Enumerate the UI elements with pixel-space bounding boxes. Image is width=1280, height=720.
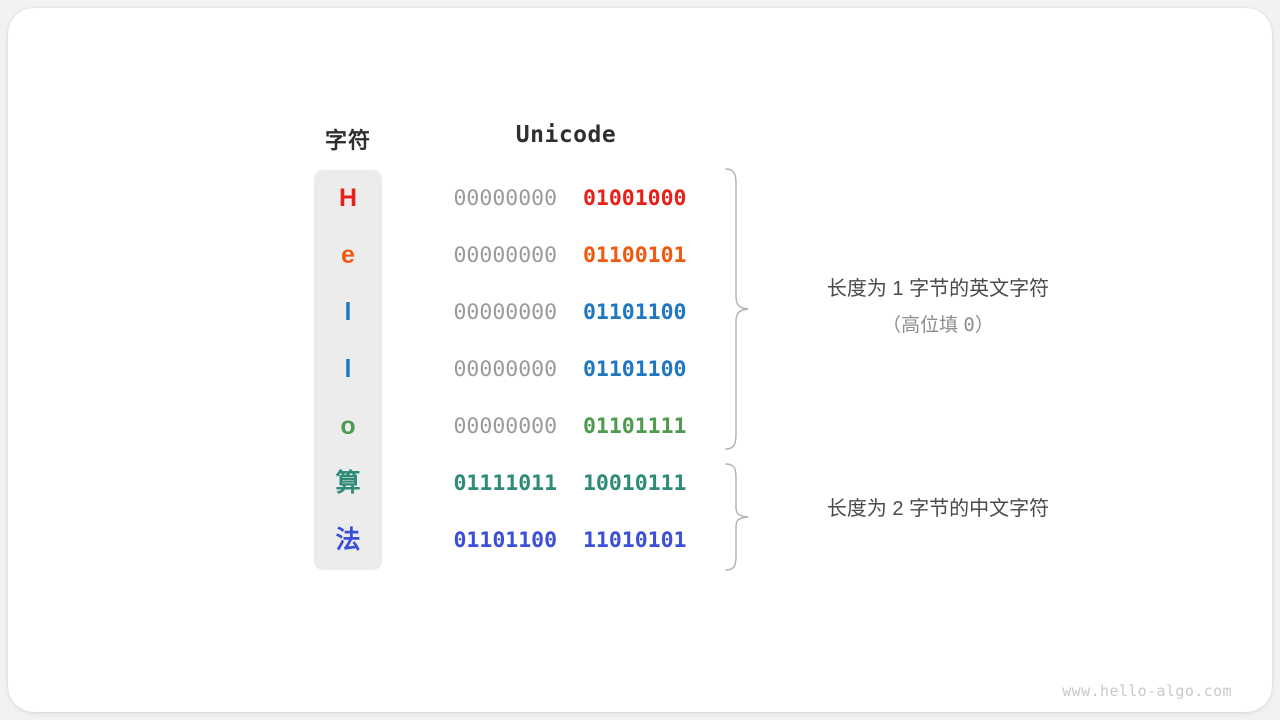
table-row: l 00000000 01101100 bbox=[314, 341, 714, 398]
table-row: l 00000000 01101100 bbox=[314, 284, 714, 341]
row-high-byte: 00000000 bbox=[453, 243, 558, 268]
row-low-byte: 01101111 bbox=[582, 414, 687, 439]
annotation-one-byte-line2-value: 0 bbox=[963, 314, 975, 336]
row-character: o bbox=[340, 412, 356, 440]
row-unicode-bits: 00000000 01001000 bbox=[440, 170, 700, 227]
row-character: 法 bbox=[335, 526, 361, 554]
row-high-byte: 00000000 bbox=[453, 300, 558, 325]
table-row: 算 01111011 10010111 bbox=[314, 455, 714, 512]
row-unicode-bits: 00000000 01100101 bbox=[440, 227, 700, 284]
diagram-card: 字符 Unicode H 00000000 01001000 e 00000000 0… bbox=[8, 8, 1272, 712]
row-high-byte: 01101100 bbox=[453, 528, 558, 553]
row-low-byte: 01001000 bbox=[582, 186, 687, 211]
annotation-one-byte-line1: 长度为 1 字节的英文字符 bbox=[826, 278, 1050, 300]
row-unicode-bits: 01101100 11010101 bbox=[440, 512, 700, 569]
row-high-byte: 00000000 bbox=[453, 186, 558, 211]
row-low-byte: 10010111 bbox=[582, 471, 687, 496]
row-character: l bbox=[344, 355, 352, 383]
annotation-one-byte: 长度为 1 字节的英文字符 （高位填 0） bbox=[768, 271, 1108, 344]
annotation-one-byte-line2: （高位填 0） bbox=[768, 307, 1108, 344]
table-row: 法 01101100 11010101 bbox=[314, 512, 714, 569]
diagram-stage: 字符 Unicode H 00000000 01001000 e 00000000 0… bbox=[8, 8, 1272, 712]
row-character: l bbox=[344, 298, 352, 326]
column-header-character: 字符 bbox=[324, 128, 371, 153]
brace-one-byte bbox=[724, 168, 750, 450]
row-unicode-bits: 00000000 01101111 bbox=[440, 398, 700, 455]
row-character: e bbox=[341, 241, 355, 269]
annotation-two-byte-line1: 长度为 2 字节的中文字符 bbox=[826, 498, 1050, 520]
row-low-byte: 11010101 bbox=[582, 528, 687, 553]
row-low-byte: 01100101 bbox=[582, 243, 687, 268]
annotation-two-byte: 长度为 2 字节的中文字符 bbox=[768, 491, 1108, 527]
column-header-unicode: Unicode bbox=[515, 122, 617, 148]
row-low-byte: 01101100 bbox=[582, 357, 687, 382]
annotation-one-byte-line2-open: （高位填 bbox=[882, 315, 964, 336]
row-unicode-bits: 01111011 10010111 bbox=[440, 455, 700, 512]
row-character: 算 bbox=[335, 469, 361, 497]
table-row: e 00000000 01100101 bbox=[314, 227, 714, 284]
row-unicode-bits: 00000000 01101100 bbox=[440, 284, 700, 341]
row-unicode-bits: 00000000 01101100 bbox=[440, 341, 700, 398]
brace-two-byte bbox=[724, 463, 750, 571]
footer-watermark: www.hello-algo.com bbox=[1062, 682, 1232, 700]
table-row: H 00000000 01001000 bbox=[314, 170, 714, 227]
character-column-panel bbox=[314, 170, 382, 570]
row-high-byte: 01111011 bbox=[453, 471, 558, 496]
table-row: o 00000000 01101111 bbox=[314, 398, 714, 455]
row-character: H bbox=[338, 184, 358, 212]
row-high-byte: 00000000 bbox=[453, 357, 558, 382]
row-high-byte: 00000000 bbox=[453, 414, 558, 439]
annotation-one-byte-line2-close: ） bbox=[974, 315, 994, 336]
row-low-byte: 01101100 bbox=[582, 300, 687, 325]
